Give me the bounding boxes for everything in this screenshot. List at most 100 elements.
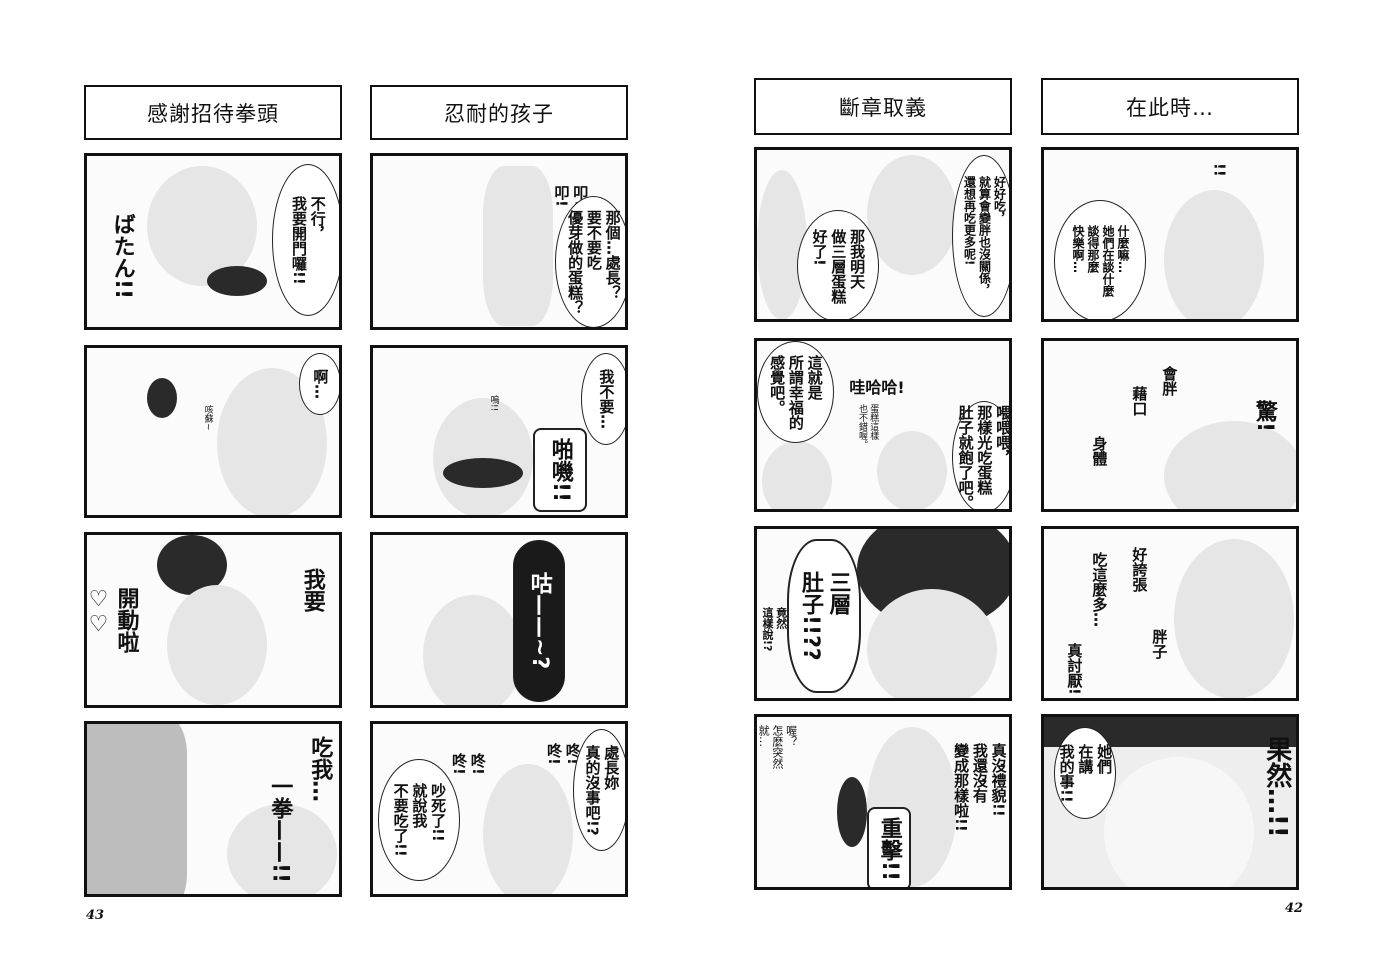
speech-bubble: 咕——~? [513, 540, 565, 702]
sfx-text: 我要 [287, 555, 337, 625]
strip-title: 在此時… [1041, 78, 1299, 135]
speech-text: 真討厭! [1059, 639, 1089, 698]
dialogue: 竟然 這樣說!? [761, 606, 788, 652]
dialogue: 好誇張 [1130, 546, 1149, 592]
speech-bubble: 我不要… [581, 353, 625, 445]
comic-panel: 吃我… 一拳——!! [84, 721, 342, 897]
speech-bubble: 三層 肚子!!?? [787, 539, 861, 693]
character-art [1164, 421, 1296, 509]
sfx-text: 開動啦 ♡♡ [87, 545, 139, 695]
character-art [762, 441, 832, 509]
character-art [837, 777, 867, 847]
character-art [443, 458, 523, 488]
sfx-label: 驚! [1251, 399, 1277, 433]
speech-bubble: 好好吃， 就算會變胖也沒關係， 還想再吃更多呢! [952, 155, 1009, 317]
sfx-text: 咚! 咚! [448, 724, 488, 804]
character-art [1104, 757, 1254, 887]
comic-panel: 好誇張 吃這麼多… 胖子 真討厭! [1041, 526, 1299, 701]
impact-burst: 啪嘰!! [533, 428, 587, 512]
character-art [1164, 190, 1264, 319]
speech-bubble: 什麼嘛… 她們在談什麼 談得那麼 快樂啊… [1054, 200, 1146, 319]
character-art [867, 589, 997, 698]
sfx-text: 嗚!! [483, 388, 503, 418]
sfx-label: 咚! 咚! [450, 753, 487, 775]
character-art [1174, 539, 1294, 698]
comic-panel: 三層 肚子!!?? 竟然 這樣說!? [754, 526, 1012, 701]
character-art [483, 764, 573, 894]
dialogue: 真討厭! [1065, 643, 1084, 695]
comic-panel: 咕——~? [370, 532, 628, 708]
dialogue: 喔？ 怎麼突然 就… [757, 725, 798, 769]
comic-panel: 嗚!! 啪嘰!! 我不要… [370, 345, 628, 518]
dialogue: 一拳——!! [267, 774, 293, 884]
dialogue: 吵死了!! 就說我 不要吃了!! [391, 783, 448, 857]
character-art [483, 166, 553, 326]
speech-bubble: 那我明天 做三層蛋糕 好了! [797, 210, 879, 319]
speech-text: 真沒禮貌!! 我還沒有 變成那樣啦!! [947, 722, 1009, 852]
speech-text: 藉口 [1124, 371, 1154, 431]
sfx-text: ばたん!! [92, 186, 152, 326]
dialogue: 什麼嘛… 她們在談什麼 談得那麼 快樂啊… [1071, 225, 1130, 297]
speech-text: 吃這麼多… [1084, 549, 1114, 629]
comic-panel: 會胖 藉口 身體 驚! [1041, 338, 1299, 512]
speech-text: 吃我… [302, 734, 337, 804]
speech-bubble: 啊… [299, 353, 339, 415]
dialogue: 我要 [299, 568, 325, 612]
page-number-right: 42 [1285, 901, 1304, 916]
comic-panel: 喔？ 怎麼突然 就… 重擊!! 真沒禮貌!! 我還沒有 變成那樣啦!! [754, 714, 1012, 890]
speech-text: 一拳——!! [262, 764, 297, 894]
speech-text: 胖子 [1144, 619, 1174, 669]
aside-text: 蛋糕這樣 也不錯喔。 [852, 401, 882, 451]
character-art [757, 170, 807, 319]
sfx-label: 重擊!! [876, 816, 902, 882]
comic-panel: 咚! 咚! 咚! 咚! 處長妳 真的沒事吧!? 吵死了!! 就說我 不要吃了!! [370, 721, 628, 897]
strip-title: 忍耐的孩子 [370, 85, 628, 140]
sfx-text: 哇哈哈! [837, 371, 917, 401]
speech-bubble: 那個…處長？ 要不要吃 優芽做的蛋糕？ [555, 196, 625, 327]
speech-bubble: 她們 在講 我的事!! [1054, 727, 1116, 819]
speech-text: 果然…!! [1254, 722, 1296, 852]
character-art [877, 431, 947, 509]
character-art [423, 595, 523, 705]
dialogue: 藉口 [1130, 386, 1149, 416]
dialogue: 蛋糕這樣 也不錯喔。 [857, 403, 879, 449]
dialogue: 三層 肚子!!?? [798, 571, 851, 661]
dialogue: 吃我… [307, 736, 333, 802]
speech-text: 身體 [1084, 421, 1114, 481]
character-art [867, 155, 957, 275]
page-number-left: 43 [86, 908, 105, 923]
character-art [147, 378, 177, 418]
character-art [433, 398, 533, 515]
dialogue: 不行， 我要開門囉!! [290, 195, 327, 285]
dialogue: 這就是 所謂幸福的 感覺吧。 [768, 354, 824, 430]
sfx-label: 哇哈哈! [849, 378, 905, 397]
comic-panel: 開動啦 ♡♡ 我要 [84, 532, 342, 708]
impact-burst: 重擊!! [867, 807, 911, 887]
speech-text: 會胖 [1154, 351, 1184, 411]
sfx-text: 驚! [1244, 381, 1284, 451]
speech-text: 喔？ 怎麼突然 就… [757, 722, 798, 772]
character-art [167, 585, 267, 705]
dialogue: 喂喂喂， 那樣光吃蛋糕 肚子就飽了吧。 [956, 404, 1012, 510]
speech-bubble: 喂喂喂， 那樣光吃蛋糕 肚子就飽了吧。 [952, 401, 1012, 510]
dialogue: 我不要… [597, 369, 616, 429]
dialogue: 真沒禮貌!! 我還沒有 變成那樣啦!! [952, 742, 1008, 832]
dialogue: 好好吃， 就算會變胖也沒關係， 還想再吃更多呢! [962, 176, 1007, 296]
speech-bubble: 吵死了!! 就說我 不要吃了!! [378, 759, 460, 881]
comic-panel: 她們 在講 我的事!! 果然…!! [1041, 714, 1299, 890]
aside-text: 竟然 這樣說!? [759, 579, 789, 679]
background-art [87, 724, 187, 894]
dialogue: 處長妳 真的沒事吧!? [583, 744, 621, 836]
dialogue: 那個…處長？ 要不要吃 優芽做的蛋糕？ [566, 209, 622, 315]
comic-panel: !! 什麼嘛… 她們在談什麼 談得那麼 快樂啊… [1041, 147, 1299, 322]
dialogue: 果然…!! [1261, 736, 1292, 838]
comic-panel: 叩! 叩! 那個…處長？ 要不要吃 優芽做的蛋糕？ [370, 153, 628, 330]
strip-title: 感謝招待拳頭 [84, 85, 342, 140]
comic-panel: 那我明天 做三層蛋糕 好了! 好好吃， 就算會變胖也沒關係， 還想再吃更多呢! [754, 147, 1012, 322]
comic-panel: 咳蘇~ 啊… [84, 345, 342, 518]
character-art [227, 804, 337, 894]
character-art [207, 266, 267, 296]
speech-bubble: 不行， 我要開門囉!! [272, 164, 339, 316]
sfx-text: !! [1204, 155, 1234, 185]
dialogue: 啊… [311, 369, 330, 399]
